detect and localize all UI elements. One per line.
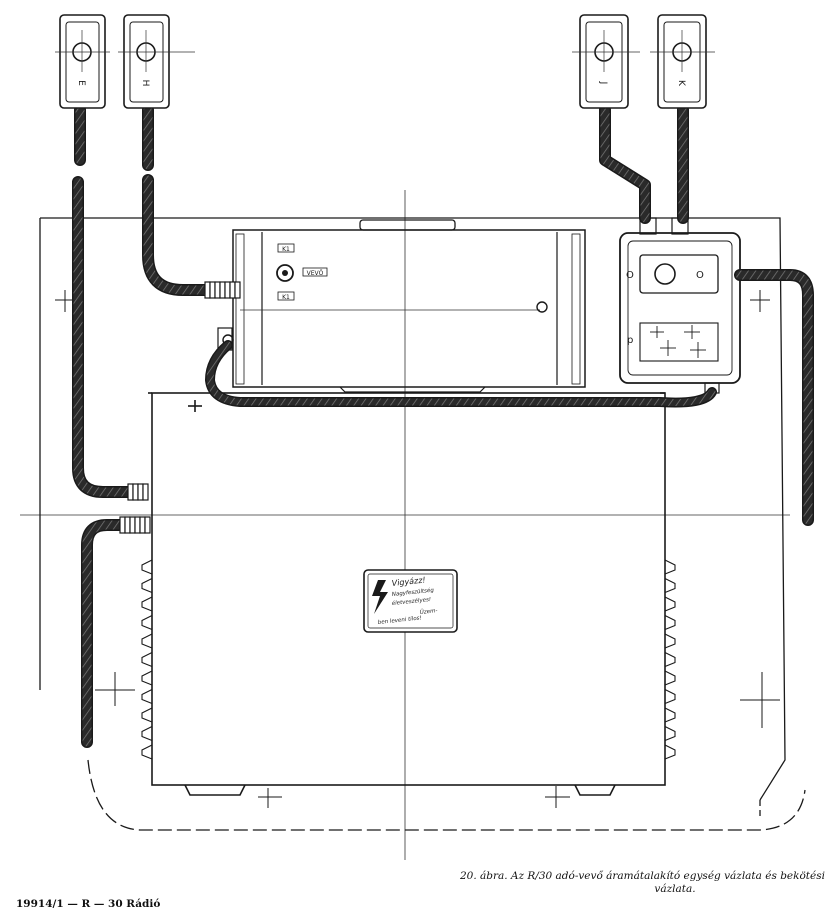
center-lines	[20, 190, 790, 860]
cooling-fin	[141, 578, 153, 594]
warning-line4: Üzem-	[419, 607, 437, 616]
terminal-K: K	[650, 14, 715, 109]
cooling-fin	[664, 652, 676, 668]
caption-line1: 20. ábra. Az R/30 adó-vevő áramátalakító…	[459, 870, 825, 882]
panel-label-bot: K1	[282, 294, 290, 301]
control-panel: K1 VEVŐ K1	[217, 219, 586, 393]
cooling-fin	[664, 689, 676, 705]
panel-label-mid: VEVŐ	[307, 270, 324, 277]
gland-ring	[142, 483, 149, 501]
cooling-fin	[664, 744, 676, 760]
terminal-E: E	[55, 14, 110, 109]
gland-ring	[132, 483, 139, 501]
gland-ring	[124, 516, 131, 534]
terminal-E-label: E	[76, 80, 86, 86]
cooling-fins-right	[664, 559, 676, 760]
warning-line2: Nagyfeszültség	[391, 587, 434, 598]
cooling-fin	[664, 615, 676, 631]
terminal-H-label: H	[140, 80, 150, 87]
warning-line3: életveszélyes!	[391, 596, 431, 607]
cooling-fin	[664, 670, 676, 686]
gland-ring	[144, 516, 151, 534]
panel-label-top: K1	[282, 246, 290, 253]
jbox-right-mark: O	[696, 270, 704, 281]
jbox-left-mark: O	[626, 270, 634, 281]
cooling-fin	[141, 633, 153, 649]
jbox-p-mark: p	[627, 335, 633, 346]
cooling-fin	[141, 726, 153, 742]
cooling-fin	[141, 744, 153, 760]
gland-ring	[204, 281, 211, 299]
page-footer: 19914/1 — R — 30 Rádió	[16, 898, 161, 910]
terminal-K-label: K	[676, 80, 686, 87]
gland-ring	[139, 516, 146, 534]
cooling-fin	[141, 689, 153, 705]
cooling-fin	[141, 652, 153, 668]
mounting-marks	[55, 290, 780, 808]
cooling-fin	[664, 726, 676, 742]
warning-line1: Vigyázz!	[391, 575, 426, 588]
caption-line2: vázlata.	[654, 883, 696, 895]
terminal-H: H	[118, 14, 195, 109]
gland-ring	[119, 516, 126, 534]
warning-line5: ben leveni tilos!	[378, 615, 422, 626]
cooling-fins-left	[141, 559, 153, 760]
base-plate	[39, 217, 806, 831]
gland-ring	[129, 516, 136, 534]
cooling-fin	[664, 559, 676, 575]
gland-ring	[137, 483, 144, 501]
cooling-fin	[141, 596, 153, 612]
gland-ring	[134, 516, 141, 534]
cooling-fin	[664, 596, 676, 612]
terminal-J-label: J	[598, 81, 608, 85]
junction-box: O O p	[619, 217, 741, 394]
cooling-fin	[664, 707, 676, 723]
gland-ring	[127, 483, 134, 501]
figure-caption: 20. ábra. Az R/30 adó-vevő áramátalakító…	[405, 870, 825, 896]
gland-ring	[209, 281, 216, 299]
cables	[72, 104, 814, 748]
strain-reliefs	[119, 281, 241, 534]
gland-ring	[229, 281, 236, 299]
cooling-fin	[141, 707, 153, 723]
warning-plate: Vigyázz! Nagyfeszültség életveszélyes! Ü…	[363, 569, 458, 633]
cooling-fin	[141, 559, 153, 575]
cooling-fin	[664, 578, 676, 594]
lightning-icon	[372, 580, 388, 614]
terminal-J: J	[572, 14, 640, 109]
converter-unit	[148, 392, 666, 796]
gland-ring	[214, 281, 221, 299]
gland-ring	[219, 281, 226, 299]
cooling-fin	[141, 670, 153, 686]
selector-knob	[276, 264, 294, 282]
cooling-fin	[141, 615, 153, 631]
cooling-fin	[664, 633, 676, 649]
gland-ring	[234, 281, 241, 299]
gland-ring	[224, 281, 231, 299]
